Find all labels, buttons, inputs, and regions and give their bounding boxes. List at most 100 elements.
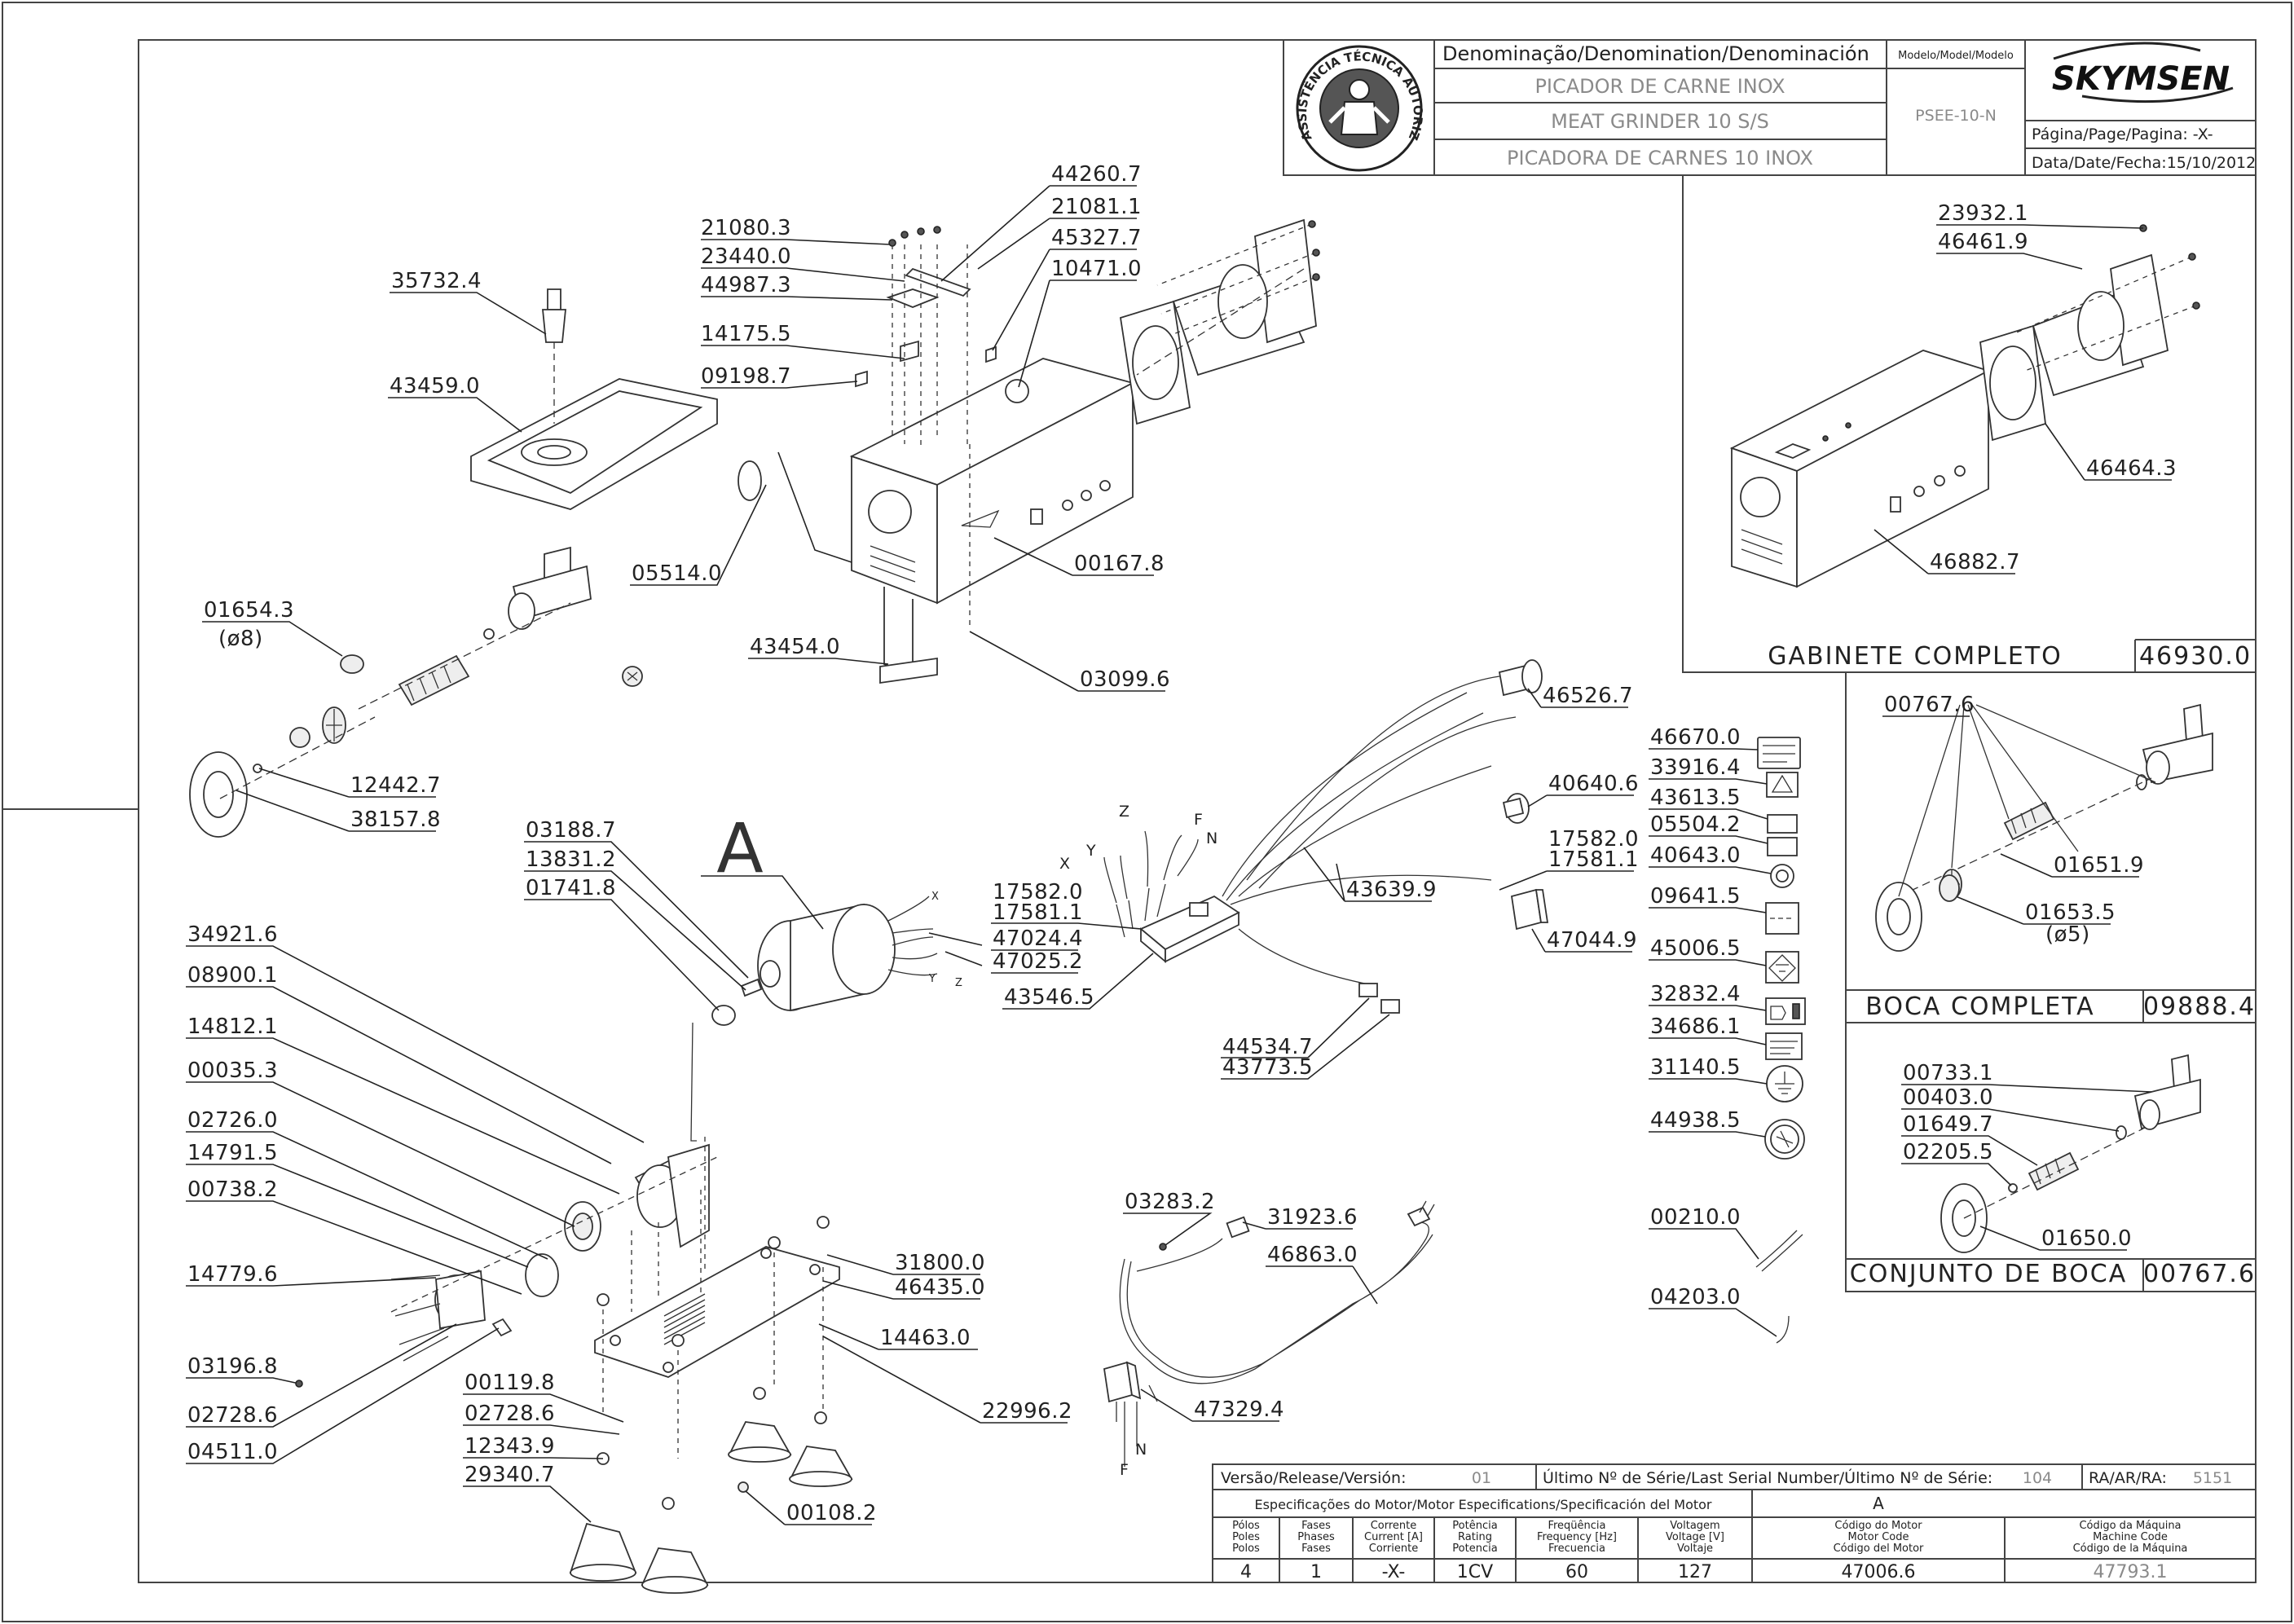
part-number: 03196.8 — [187, 1354, 278, 1379]
part-number: 46863.0 — [1267, 1243, 1358, 1267]
part-number: 02205.5 — [1903, 1140, 1993, 1164]
part-number: 47025.2 — [993, 949, 1083, 974]
part-number: 31800.0 — [895, 1251, 985, 1275]
freq-hdr-en: Frequency [Hz] — [1537, 1531, 1617, 1543]
part-number: 00733.1 — [1903, 1061, 1993, 1085]
part-number: 44987.3 — [701, 273, 791, 297]
part-number: 04511.0 — [187, 1440, 278, 1464]
part-number: 38157.8 — [350, 808, 441, 832]
current-hdr-pt: Corrente — [1371, 1520, 1417, 1532]
motor-base-drawing — [390, 896, 938, 1594]
cabinet-complete-box: GABINETE COMPLETO 46930.0 — [1682, 174, 2257, 673]
part-number: 04203.0 — [1650, 1285, 1741, 1309]
part-number: 00738.2 — [187, 1177, 278, 1202]
motor-code-value: 47006.6 — [1842, 1562, 1916, 1582]
title-block: ASSISTÊNCIA TÉCNICA AUTORIZADA Denominaç… — [0, 0, 2257, 176]
phases-hdr-es: Fases — [1301, 1543, 1331, 1555]
part-number: 14791.5 — [187, 1141, 278, 1165]
motor-letter: A — [1873, 1494, 1884, 1513]
model-value: PSEE-10-N — [1915, 107, 1997, 125]
part-number: 45006.5 — [1650, 936, 1741, 961]
machine-code-value: 47793.1 — [2094, 1562, 2168, 1582]
part-number: 43773.5 — [1222, 1055, 1313, 1080]
part-number: 46435.0 — [895, 1275, 985, 1300]
part-number: 43639.9 — [1346, 878, 1437, 902]
part-number: 46882.7 — [1930, 550, 2020, 574]
part-number: 34686.1 — [1650, 1014, 1741, 1039]
part-callouts: 44260.7 21081.1 45327.7 10471.0 21080.3 … — [186, 162, 2177, 1525]
skymsen-logo: SKYMSEN — [2052, 42, 2234, 103]
name-es: PICADORA DE CARNES 10 INOX — [1507, 147, 1813, 169]
wire-letter: Y — [928, 973, 936, 985]
voltage-value: 127 — [1678, 1562, 1712, 1582]
part-number: 09198.7 — [701, 364, 791, 389]
machine-code-hdr-en: Machine Code — [2093, 1531, 2168, 1543]
part-number: 40643.0 — [1650, 843, 1741, 868]
part-number: 21081.1 — [1051, 195, 1142, 219]
part-number: 14463.0 — [880, 1326, 971, 1350]
part-number: 31923.6 — [1267, 1205, 1358, 1230]
part-number: 02726.0 — [187, 1108, 278, 1133]
poles-hdr-pt: Pólos — [1232, 1520, 1260, 1532]
part-number: 03099.6 — [1080, 667, 1170, 692]
motor-spec-table: Versão/Release/Versión: 01 Último Nº de … — [1212, 1463, 2257, 1583]
part-number: 47329.4 — [1194, 1397, 1284, 1422]
phases-hdr-pt: Fases — [1301, 1520, 1331, 1532]
current-hdr-es: Corriente — [1369, 1543, 1418, 1555]
part-number: 03283.2 — [1125, 1190, 1215, 1214]
power-value: 1CV — [1457, 1562, 1493, 1582]
part-number-note: (ø8) — [218, 627, 263, 651]
part-number: 13831.2 — [526, 847, 616, 872]
part-number: 23932.1 — [1938, 201, 2028, 226]
part-number: 22996.2 — [982, 1399, 1072, 1424]
part-number: 40640.6 — [1548, 772, 1639, 796]
part-number: 12442.7 — [350, 773, 441, 798]
part-number: 23440.0 — [701, 244, 791, 269]
cord-letter: N — [1135, 1441, 1147, 1459]
authorized-service-seal: ASSISTÊNCIA TÉCNICA AUTORIZADA — [0, 0, 1425, 172]
seal-text: ASSISTÊNCIA TÉCNICA AUTORIZADA — [0, 0, 1425, 143]
model-header: Modelo/Model/Modelo — [1898, 50, 2014, 62]
denomination-header: Denominação/Denomination/Denominación — [1442, 42, 1869, 65]
mouth-set-code: 00767.6 — [2143, 1260, 2256, 1288]
part-number: 29340.7 — [465, 1463, 555, 1487]
part-number: 33916.4 — [1650, 755, 1741, 780]
part-number: 08900.1 — [187, 963, 278, 988]
name-pt: PICADOR DE CARNE INOX — [1534, 75, 1785, 98]
voltage-hdr-es: Voltaje — [1677, 1543, 1713, 1555]
power-hdr-es: Potencia — [1452, 1543, 1497, 1555]
part-number: 01654.3 — [204, 598, 294, 623]
screw-part — [295, 1380, 303, 1388]
part-number: 32832.4 — [1650, 982, 1741, 1006]
part-number: 00108.2 — [786, 1501, 877, 1525]
part-number: 05504.2 — [1650, 812, 1741, 837]
freq-hdr-es: Frecuencia — [1548, 1543, 1605, 1555]
part-number: 47044.9 — [1547, 928, 1637, 953]
part-number: 00119.8 — [465, 1371, 555, 1395]
motor-code-hdr-pt: Código do Motor — [1834, 1520, 1922, 1532]
part-number: 10471.0 — [1051, 257, 1142, 281]
part-number: 01741.8 — [526, 876, 616, 900]
voltage-hdr-pt: Voltagem — [1670, 1520, 1719, 1532]
frequency-value: 60 — [1565, 1562, 1588, 1582]
view-a-label: A — [716, 808, 763, 888]
machine-code-hdr-es: Código de la Máquina — [2073, 1543, 2188, 1555]
date-label: Data/Date/Fecha:15/10/2012 — [2032, 154, 2256, 172]
poles-value: 4 — [1240, 1562, 1252, 1582]
part-number: 44534.7 — [1222, 1035, 1313, 1059]
wire-letter: Z — [955, 977, 962, 989]
voltage-hdr-en: Voltage [V] — [1666, 1531, 1724, 1543]
part-number: 01653.5 — [2025, 900, 2116, 925]
mouth-set-title: CONJUNTO DE BOCA — [1850, 1260, 2127, 1288]
part-number: 17582.0 — [993, 880, 1083, 904]
brand-name: SKYMSEN — [2052, 60, 2230, 98]
part-number: 01649.7 — [1903, 1112, 1993, 1137]
part-number: 09641.5 — [1650, 884, 1741, 909]
labels-icons — [1755, 737, 1806, 1344]
plate-part — [340, 654, 364, 674]
mouth-complete-code: 09888.4 — [2143, 992, 2256, 1021]
svg-text:ASSISTÊNCIA TÉCNICA AUTORIZADA: ASSISTÊNCIA TÉCNICA AUTORIZADA — [0, 0, 1425, 143]
part-number-note: (ø5) — [2045, 922, 2090, 947]
power-hdr-en: Rating — [1458, 1531, 1492, 1543]
